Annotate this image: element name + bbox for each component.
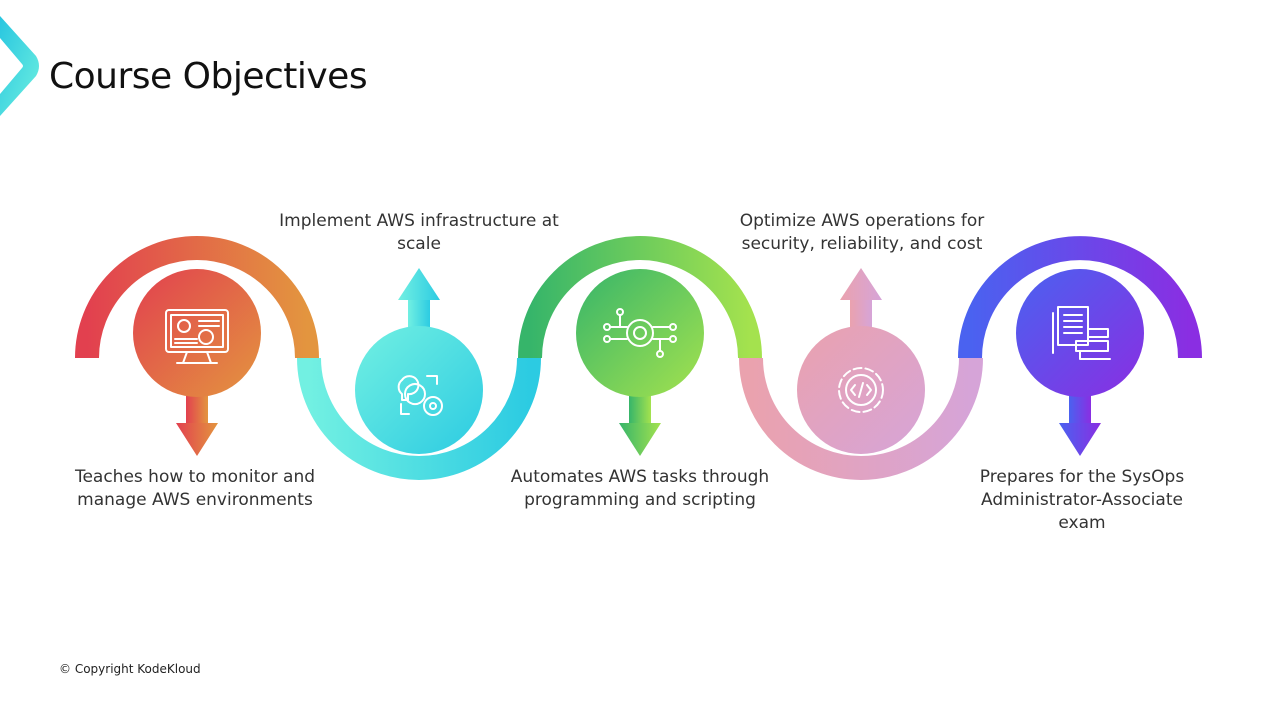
documents-laptop-icon [1052, 306, 1111, 360]
stage-1-circle [133, 269, 261, 397]
gear-circuit-icon [603, 308, 677, 358]
stage-2 [297, 268, 541, 480]
lightbulb-gear-icon [397, 375, 443, 416]
stage-4-arc [739, 357, 983, 480]
monitor-gears-icon [165, 309, 229, 364]
stage-1-label: Teaches how to monitor and manage AWS en… [74, 467, 316, 510]
stage-2-arc [297, 357, 541, 480]
stage-5-arc [958, 236, 1202, 359]
page-title: Course Objectives [49, 56, 368, 97]
stage-1 [75, 236, 319, 456]
stage-4 [739, 268, 983, 480]
stage-3-label: Automates AWS tasks through programming … [510, 467, 770, 510]
stage-2-circle [355, 326, 483, 454]
copyright-text: © Copyright KodeKloud [59, 662, 201, 676]
stage-1-arc [75, 236, 319, 359]
stage-3 [518, 236, 762, 456]
stage-4-label: Optimize AWS operations for security, re… [739, 211, 985, 254]
kodekloud-logo-icon [0, 16, 39, 116]
stage-5-label: Prepares for the SysOps Administrator-As… [979, 467, 1185, 533]
stage-3-circle [576, 269, 704, 397]
stage-5 [958, 236, 1202, 456]
stage-2-label: Implement AWS infrastructure at scale [279, 211, 559, 254]
stage-3-arc [518, 236, 762, 359]
code-gear-icon [838, 367, 884, 413]
